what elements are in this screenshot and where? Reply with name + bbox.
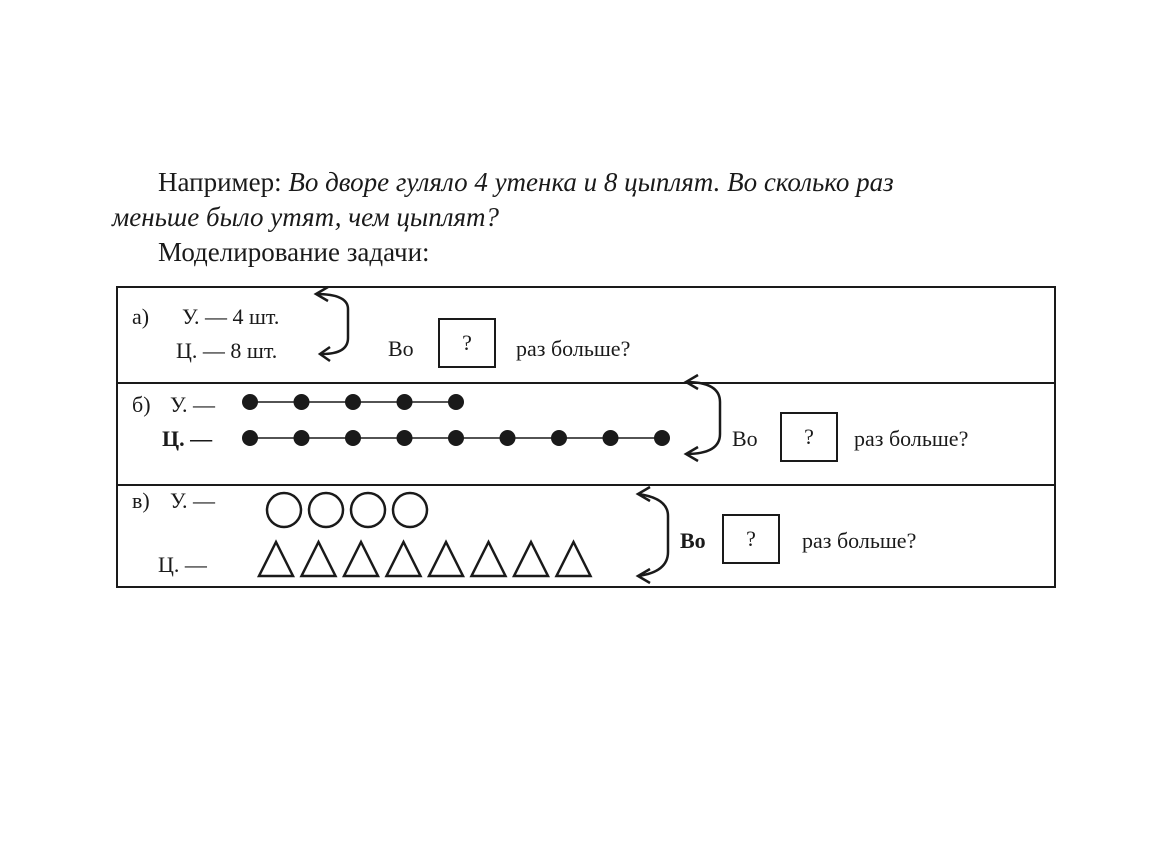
panel-c-question-box: ? [722, 514, 780, 564]
dot-row-2-dot [654, 430, 670, 446]
panel-c-row1: У. — [170, 488, 215, 513]
panel-b-question-box: ? [780, 412, 838, 462]
arrowhead-b-top-icon [683, 373, 699, 391]
panel-a-marker: а) [132, 304, 150, 329]
arrowhead-a-top-icon [313, 285, 329, 303]
triangle-shape [469, 539, 508, 578]
triangle-shape [554, 539, 593, 578]
dot-row-1-dot [293, 394, 310, 410]
dots-row-1 [242, 394, 464, 410]
problem-paragraph: Например: Во дворе гуляло 4 утенка и 8 ц… [112, 165, 1072, 200]
circle-shape [349, 491, 387, 529]
dot-row-2-dot [345, 430, 361, 446]
arrowhead-a-bottom-icon [317, 345, 331, 363]
panel-b-row1: У. — [170, 392, 215, 417]
panel-c-suffix: раз больше? [802, 528, 917, 553]
triangle-shape [384, 539, 423, 578]
panel-c-row2: Ц. — [158, 552, 207, 577]
arrowhead-c-bottom-icon [635, 567, 651, 585]
panel-b-vo: Во [732, 426, 758, 451]
triangle-shape [341, 539, 381, 578]
problem-line-1: Во дворе гуляло 4 утенка и 8 цыплят. Во … [288, 167, 894, 197]
triangle-shape [426, 539, 466, 578]
dot-row-2-dot [396, 430, 413, 446]
panel-c-vo: Во [680, 528, 706, 553]
modeling-heading: Моделирование задачи: [158, 237, 430, 267]
problem-line-2: меньше было утят, чем цыплят? [112, 202, 500, 232]
circle-row [265, 491, 429, 529]
dot-row-2-dot [448, 430, 464, 446]
panel-b-marker: б) [132, 392, 151, 417]
dots-row-2 [242, 430, 670, 446]
diagram-graphics [242, 285, 722, 585]
panel-b-suffix: раз больше? [854, 426, 969, 451]
panel-a-row2: Ц. — 8 шт. [176, 338, 278, 363]
dot-row-1-dot [345, 394, 361, 410]
panel-a-suffix: раз больше? [516, 336, 631, 361]
panel-c-marker: в) [132, 488, 150, 513]
dot-row-2-dot [499, 430, 516, 446]
bracket-a-icon [315, 292, 350, 356]
dot-row-1-dot [448, 394, 464, 410]
dot-row-2-dot [242, 430, 258, 446]
dot-row-1-dot [396, 394, 413, 410]
panel-c [116, 484, 1056, 588]
triangle-shape [511, 539, 551, 578]
circle-shape [391, 491, 429, 529]
panel-b-question: ? [804, 424, 814, 449]
lead-word: Например: [158, 167, 282, 197]
circle-shape [265, 491, 303, 529]
panel-b-row2: Ц. — [162, 426, 213, 451]
dot-row-2-dot [551, 430, 567, 446]
panel-a-vo: Во [388, 336, 414, 361]
panel-c-question: ? [746, 526, 756, 551]
dot-row-1-dot [242, 394, 258, 410]
arrowhead-b-bottom-icon [683, 445, 699, 463]
text-block: Например: Во дворе гуляло 4 утенка и 8 ц… [112, 165, 1072, 270]
bracket-c-icon [637, 492, 670, 578]
triangle-shape [256, 539, 296, 578]
arrowhead-c-top-icon [635, 485, 651, 503]
triangle-row [256, 539, 593, 578]
triangle-shape [299, 539, 338, 578]
panel-a-row1: У. — 4 шт. [182, 304, 280, 329]
panel-a-question-box: ? [438, 318, 496, 368]
modeling-diagram: а) У. — 4 шт. Ц. — 8 шт. Во ? раз больше… [116, 284, 1058, 590]
panel-a-question: ? [462, 330, 472, 355]
circle-shape [307, 491, 345, 529]
dot-row-2-dot [293, 430, 310, 446]
dot-row-2-dot [602, 430, 619, 446]
bracket-b-icon [685, 380, 722, 456]
